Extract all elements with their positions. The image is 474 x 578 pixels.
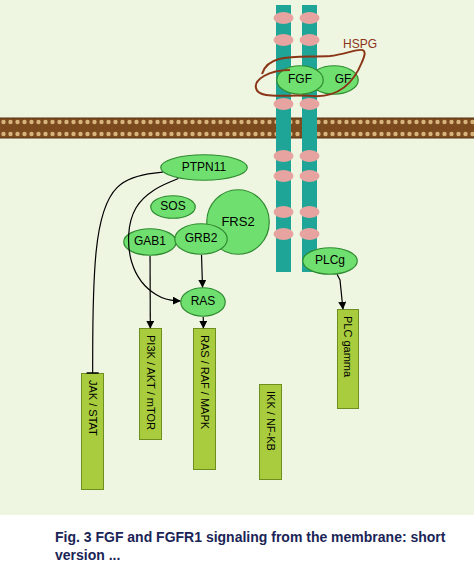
activation-arrow [203, 317, 204, 328]
protein-oval: PLCg [302, 247, 358, 275]
activation-arrow [149, 256, 150, 328]
protein-oval: SOS [150, 195, 196, 219]
pathway-box: PI3K / AKT / mTOR [139, 328, 162, 440]
pathway-name: IKK / NF-KB [264, 391, 276, 451]
hspg-chain [256, 50, 365, 96]
oval-shape [277, 66, 324, 95]
cell-membrane [0, 118, 474, 138]
molecule-label: HSPG [343, 37, 377, 51]
protein-name: RAS [191, 295, 216, 308]
membrane-edge [0, 118, 474, 119]
pathway-box: RAS / RAF / MAPK [193, 328, 216, 470]
oval-shape [310, 66, 359, 95]
membrane-edge [0, 138, 474, 139]
receptor-domains [274, 12, 320, 240]
protein-oval: RAS [180, 287, 226, 317]
pathway-box: IKK / NF-KB [259, 384, 282, 480]
protein-oval: GRB2 [174, 223, 228, 255]
protein-name: PLCg [315, 254, 345, 267]
pathway-name: RAS / RAF / MAPK [198, 335, 210, 429]
activation-arrow [202, 255, 203, 287]
oval-shape [181, 288, 226, 317]
oval-shape [124, 229, 177, 256]
cell-background [0, 0, 474, 515]
protein-name: GF [335, 73, 352, 86]
protein-name: GRB2 [185, 232, 218, 245]
oval-shape [161, 155, 248, 181]
figure-caption: Fig. 3 FGF and FGFR1 signaling from the … [55, 528, 450, 564]
protein-name: GAB1 [134, 235, 166, 248]
protein-name: PTPN11 [182, 161, 226, 174]
oval-shape [303, 248, 358, 275]
pathway-box: JAK / STAT [81, 373, 104, 490]
protein-oval: PTPN11 [160, 154, 248, 181]
oval-shape [151, 196, 196, 219]
ligand-oval: FGF [276, 65, 324, 95]
activation-arrow [337, 275, 343, 309]
protein-name: FGF [288, 73, 312, 86]
pathway-box: PLC gamma [337, 309, 359, 409]
protein-name: FRS2 [221, 215, 254, 229]
oval-shape [175, 224, 228, 255]
receptor-dimer [274, 5, 320, 272]
pathway-name: JAK / STAT [86, 380, 98, 436]
protein-oval: GAB1 [123, 228, 177, 256]
protein-name: SOS [160, 200, 185, 213]
pathway-name: PLC gamma [342, 316, 354, 377]
pathway-name: PI3K / AKT / mTOR [144, 335, 156, 430]
